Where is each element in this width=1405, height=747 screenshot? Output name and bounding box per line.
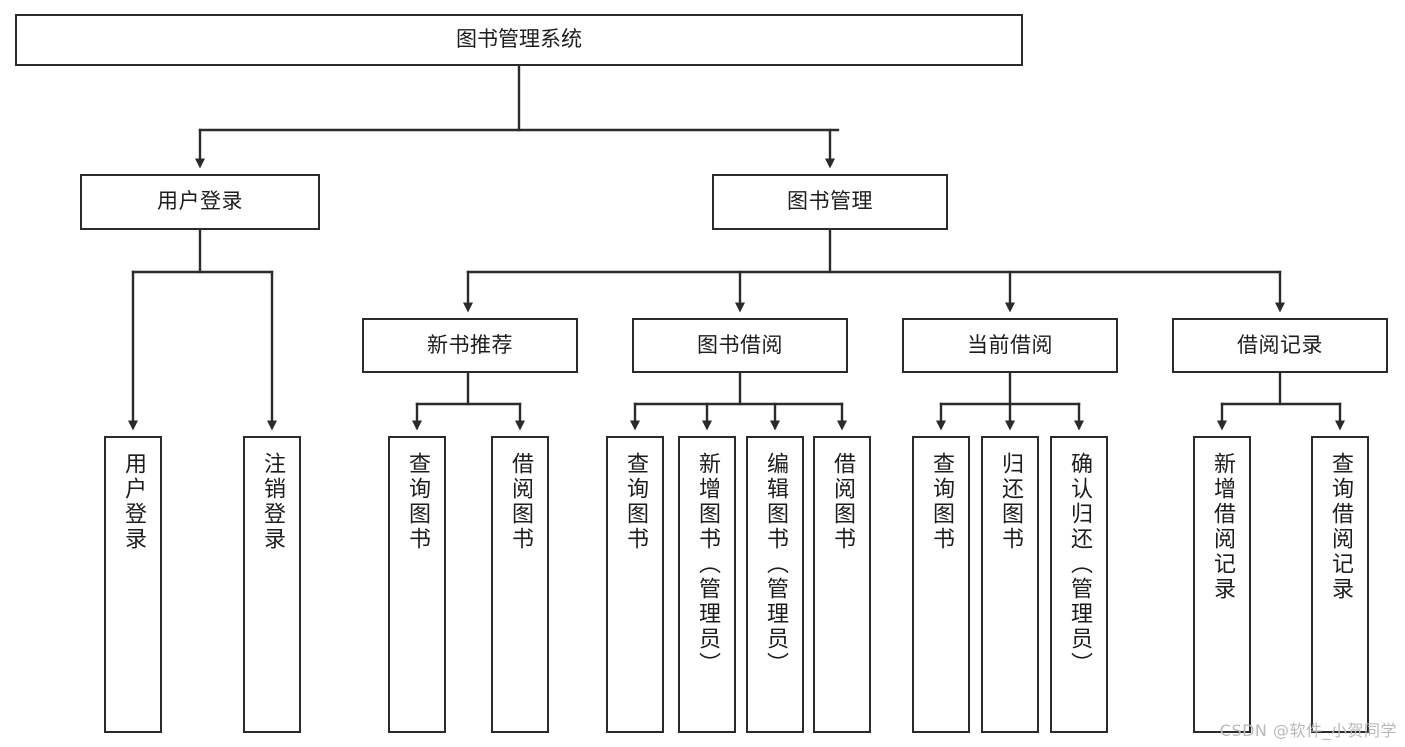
- leaf-borrow-books-borrow-label: 借阅图书: [830, 452, 855, 552]
- node-book-borrow-label: 图书借阅: [697, 332, 783, 357]
- node-borrow-record-label: 借阅记录: [1237, 332, 1323, 357]
- node-book-management[interactable]: 图书管理: [712, 174, 948, 230]
- leaf-logout[interactable]: 注销登录: [243, 436, 301, 733]
- leaf-edit-book-admin-label: 编辑图书（管理员）: [763, 452, 788, 677]
- leaf-borrow-books-recommend-label: 借阅图书: [508, 452, 533, 552]
- leaf-add-book-admin-label: 新增图书（管理员）: [695, 452, 720, 677]
- node-new-book-recommend[interactable]: 新书推荐: [362, 318, 578, 373]
- leaf-query-books-current-label: 查询图书: [929, 452, 954, 552]
- leaf-confirm-return-admin[interactable]: 确认归还（管理员）: [1050, 436, 1108, 733]
- leaf-add-borrow-record[interactable]: 新增借阅记录: [1193, 436, 1251, 733]
- leaf-query-books-current[interactable]: 查询图书: [912, 436, 970, 733]
- node-user-login-label: 用户登录: [157, 189, 243, 214]
- leaf-return-books[interactable]: 归还图书: [981, 436, 1039, 733]
- node-root-label: 图书管理系统: [456, 27, 582, 52]
- leaf-edit-book-admin[interactable]: 编辑图书（管理员）: [746, 436, 804, 733]
- node-book-borrow[interactable]: 图书借阅: [632, 318, 848, 373]
- leaf-query-books-recommend[interactable]: 查询图书: [388, 436, 446, 733]
- leaf-query-books-borrow-label: 查询图书: [623, 452, 648, 552]
- leaf-return-books-label: 归还图书: [998, 452, 1023, 552]
- leaf-user-login-label: 用户登录: [121, 452, 146, 552]
- leaf-logout-label: 注销登录: [260, 452, 285, 552]
- leaf-query-borrow-record-label: 查询借阅记录: [1328, 452, 1353, 602]
- leaf-confirm-return-admin-label: 确认归还（管理员）: [1067, 452, 1092, 677]
- node-borrow-record[interactable]: 借阅记录: [1172, 318, 1388, 373]
- node-root[interactable]: 图书管理系统: [15, 14, 1023, 66]
- leaf-borrow-books-borrow[interactable]: 借阅图书: [813, 436, 871, 733]
- csdn-watermark: CSDN @软件_小贺同学: [1219, 721, 1397, 740]
- node-current-borrow-label: 当前借阅: [967, 332, 1053, 357]
- leaf-query-borrow-record[interactable]: 查询借阅记录: [1311, 436, 1369, 733]
- node-book-management-label: 图书管理: [787, 189, 873, 214]
- leaf-user-login[interactable]: 用户登录: [104, 436, 162, 733]
- leaf-add-book-admin[interactable]: 新增图书（管理员）: [678, 436, 736, 733]
- node-new-book-recommend-label: 新书推荐: [427, 332, 513, 357]
- leaf-query-books-borrow[interactable]: 查询图书: [606, 436, 664, 733]
- node-user-login[interactable]: 用户登录: [80, 174, 320, 230]
- leaf-borrow-books-recommend[interactable]: 借阅图书: [491, 436, 549, 733]
- leaf-query-books-recommend-label: 查询图书: [405, 452, 430, 552]
- node-current-borrow[interactable]: 当前借阅: [902, 318, 1118, 373]
- leaf-add-borrow-record-label: 新增借阅记录: [1210, 452, 1235, 602]
